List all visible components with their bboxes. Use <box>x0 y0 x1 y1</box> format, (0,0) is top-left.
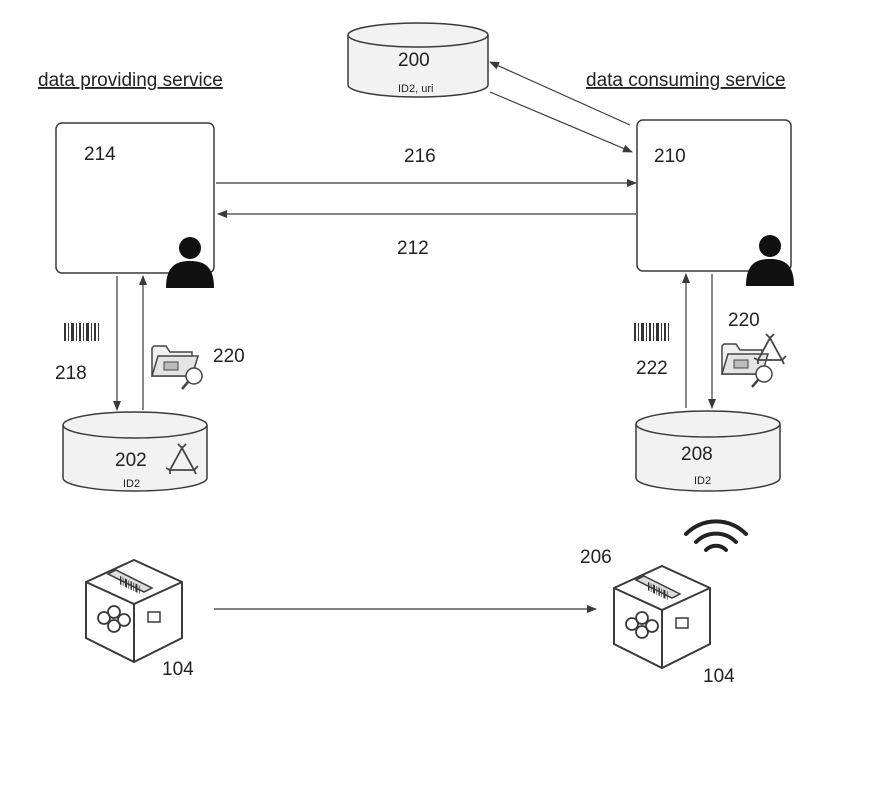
database-202-label: ID2 <box>123 478 140 490</box>
database-208: 208 ID2 <box>636 411 780 491</box>
package-left-number: 104 <box>162 659 194 680</box>
database-208-number: 208 <box>681 444 713 465</box>
database-208-label: ID2 <box>694 475 711 487</box>
flow-label-212: 212 <box>397 238 429 259</box>
wireless-signal-icon <box>686 521 746 550</box>
service-box-210: 210 <box>637 120 794 286</box>
database-202: 202 ID2 <box>63 412 207 491</box>
flow-label-220-right: 220 <box>728 310 760 331</box>
database-202-number: 202 <box>115 450 147 471</box>
header-data-consuming-service: data consuming service <box>586 70 786 91</box>
service-box-214-number: 214 <box>84 144 116 165</box>
header-data-providing-service: data providing service <box>38 70 223 91</box>
flow-label-222: 222 <box>636 358 668 379</box>
recycle-icon <box>754 334 786 364</box>
barcode-icon <box>64 323 99 341</box>
folder-search-icon <box>152 346 202 389</box>
service-box-214: 214 <box>56 123 214 288</box>
database-200: 200 ID2, uri <box>348 23 488 97</box>
tag-label-206: 206 <box>580 547 612 568</box>
database-200-label: ID2, uri <box>398 83 433 95</box>
package-icon <box>86 560 182 662</box>
flow-label-216: 216 <box>404 146 436 167</box>
package-icon <box>614 566 710 668</box>
flow-label-218: 218 <box>55 363 87 384</box>
flow-label-220-left: 220 <box>213 346 245 367</box>
folder-search-icon <box>722 344 772 387</box>
service-box-210-number: 210 <box>654 146 686 167</box>
arrow-200-to-210 <box>490 92 632 152</box>
barcode-icon <box>634 323 669 341</box>
package-right-number: 104 <box>703 666 735 687</box>
database-200-number: 200 <box>398 50 430 71</box>
